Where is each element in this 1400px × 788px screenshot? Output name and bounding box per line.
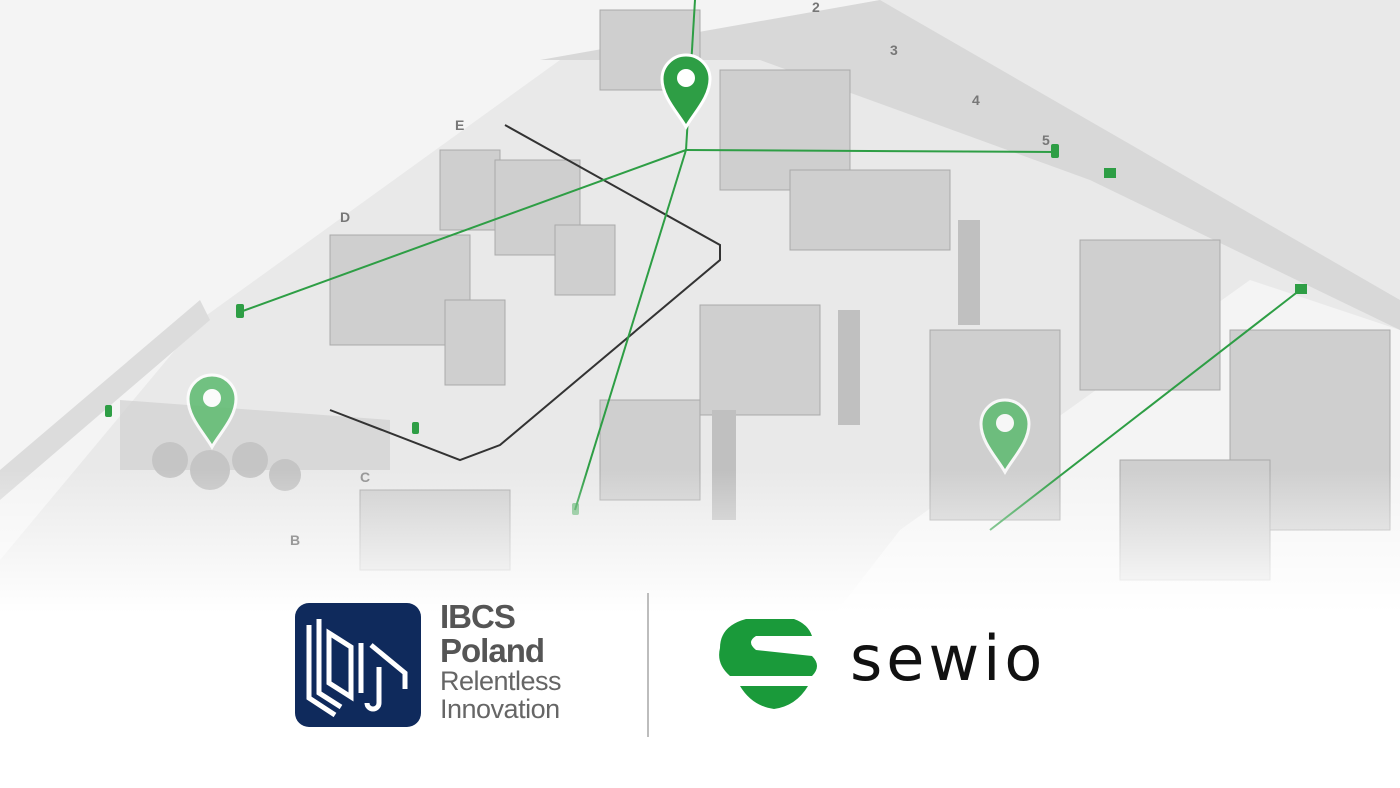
ibcs-tagline-1: Relentless (440, 666, 562, 696)
dock-number: 2 (812, 0, 820, 15)
left-wall (0, 300, 210, 500)
ibcs-logo-text: IBCS Poland Relentless Innovation (440, 598, 562, 724)
room-wall (120, 400, 390, 470)
floor-marking (329, 124, 721, 462)
logo-divider (647, 593, 649, 737)
zone-label: D (340, 209, 350, 225)
anchor-icon (1051, 144, 1059, 158)
anchor-icon (236, 304, 244, 318)
anchor-icon (412, 422, 419, 434)
bottom-fade (0, 470, 1400, 788)
dock-number: 5 (1042, 132, 1050, 148)
zone-label: E (455, 117, 464, 133)
dock-number: 4 (972, 92, 980, 108)
location-pin-icon (186, 373, 238, 451)
back-wall (540, 0, 1400, 330)
anchor-icon (105, 405, 112, 417)
location-pin-icon (979, 398, 1031, 476)
sewio-wordmark: sewio (850, 622, 1047, 695)
ibcs-logo-icon (295, 603, 421, 727)
anchor-icon (1104, 168, 1116, 178)
location-pin-icon (660, 53, 712, 131)
sewio-logo-icon (719, 619, 817, 709)
ibcs-name: IBCS (440, 598, 516, 635)
ibcs-tagline-2: Innovation (440, 694, 560, 724)
anchor-icon (1295, 284, 1307, 294)
ibcs-country: Poland (440, 632, 545, 669)
dock-number: 3 (890, 42, 898, 58)
